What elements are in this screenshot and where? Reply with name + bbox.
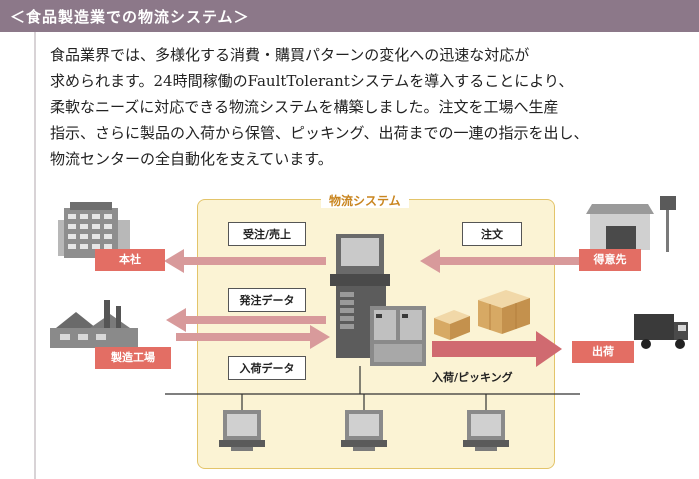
cargo-boxes-icon [434,290,530,340]
description-line: 求められます。24時間稼働のFaultTolerantシステムを導入することによ… [50,72,574,90]
customer-store-icon [586,196,676,252]
receiving-picking-arrow [432,331,562,367]
factory-tag: 製造工場 [95,347,171,369]
receiving-data-arrow [176,325,330,349]
order-sales-label: 受注/売上 [228,222,306,246]
order-sales-arrow [164,249,326,273]
description: 食品業界では、多様化する消費・購買パターンの変化への迅速な対応が 求められます。… [50,42,690,172]
description-line: 物流センターの全自動化を支えています。 [50,150,333,168]
system-title: 物流システム [329,194,401,208]
receiving-data-label: 入荷データ [228,356,306,380]
truck-icon [634,314,688,349]
description-line: 柔軟なニーズに対応できる物流システムを構築しました。注文を工場へ生産 [50,98,559,116]
server-computer-icon [330,234,426,366]
head-office-building-icon [58,202,130,258]
client-pc-icon [219,410,265,451]
customer-tag: 得意先 [579,249,641,271]
network-lines [165,366,580,410]
flow-arrows [164,249,580,367]
purchase-data-arrow [166,308,326,332]
section-title: ＜食品製造業での物流システム＞ [10,8,250,26]
description-line: 食品業界では、多様化する消費・購買パターンの変化への迅速な対応が [50,46,530,64]
client-pc-icon [463,410,509,451]
purchase-data-label: 発注データ [228,288,306,312]
shipping-tag: 出荷 [572,341,634,363]
order-arrow [420,249,580,273]
factory-icon [50,300,138,348]
left-rule [34,32,36,479]
system-title-box: 物流システム [321,190,409,208]
client-pc-icon [341,410,387,451]
order-label: 注文 [462,222,522,246]
description-line: 指示、さらに製品の入荷から保管、ピッキング、出荷までの一連の指示を出し、 [50,124,589,142]
head-office-tag: 本社 [95,249,165,271]
section-header: ＜食品製造業での物流システム＞ [0,0,699,32]
receiving-picking-label: 入荷/ピッキング [432,371,513,384]
